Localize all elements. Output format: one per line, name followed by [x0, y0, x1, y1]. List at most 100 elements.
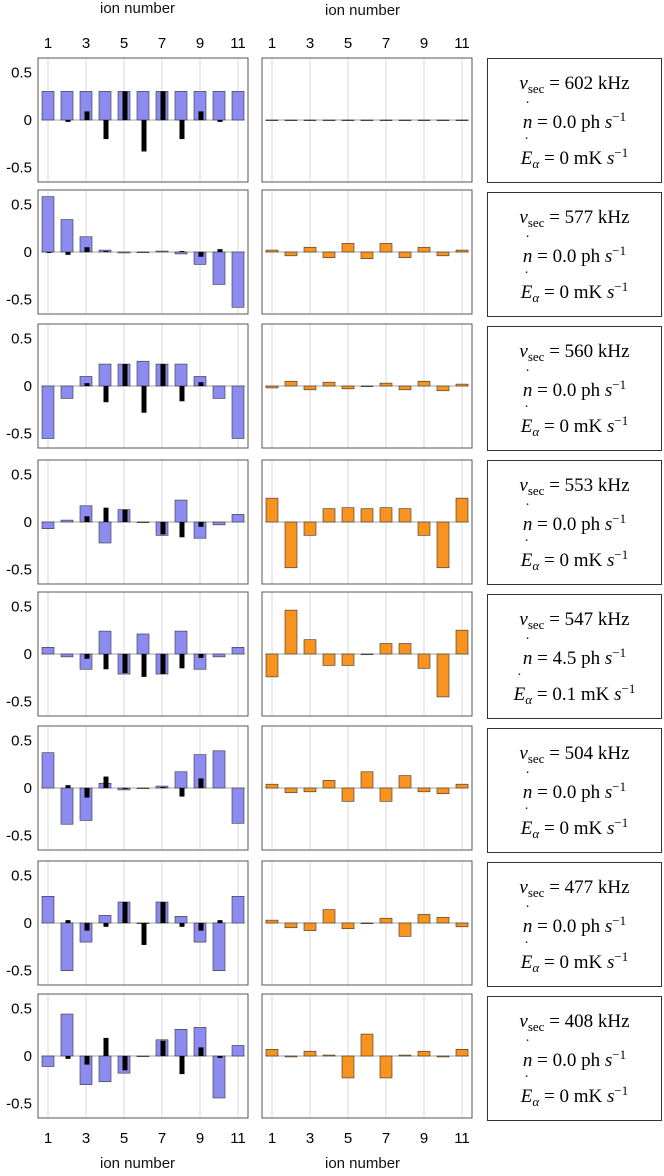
panel-frame — [37, 860, 249, 986]
inner-bar — [122, 788, 128, 789]
e-subscript: α — [532, 826, 540, 841]
y-tick-label: 0 — [24, 646, 32, 663]
frequency-line: vsec = 547 kHz — [488, 609, 661, 633]
frequency-value: 504 — [564, 743, 594, 764]
y-tick-label: 0.5 — [11, 867, 32, 884]
e-dot-accent: · — [524, 266, 529, 281]
per-second: s — [606, 550, 615, 571]
heating-rate-unit: ph — [576, 380, 605, 401]
inner-bar — [198, 252, 204, 257]
inner-bar — [160, 364, 166, 386]
panel-frame — [261, 57, 473, 183]
right-bar — [265, 653, 279, 678]
frequency-line: vsec = 577 kHz — [488, 207, 661, 231]
left-bar — [231, 787, 245, 824]
left-panel-6 — [37, 725, 249, 851]
right-bar — [455, 629, 469, 655]
right-bar — [322, 780, 336, 789]
energy-rate-unit: mK — [568, 416, 607, 437]
y-tick-label: 0 — [24, 378, 32, 395]
e-dot-symbol: E· — [520, 1070, 533, 1108]
panel-frame — [37, 323, 249, 449]
right-bar — [284, 609, 298, 655]
panel-frame — [261, 860, 473, 986]
frequency-value: 560 — [564, 341, 594, 362]
left-bar — [231, 514, 245, 523]
x-tick-label: 11 — [454, 1130, 470, 1147]
frequency-unit: kHz — [593, 609, 630, 630]
right-bar — [303, 119, 317, 121]
left-bar — [60, 1013, 74, 1057]
inverse-exponent: −1 — [612, 377, 627, 392]
inner-bar — [84, 1056, 90, 1065]
panel-frame — [37, 57, 249, 183]
x-tick-label: 5 — [344, 1130, 352, 1147]
per-second: s — [606, 952, 615, 973]
right-bar — [417, 1050, 431, 1057]
right-bar — [379, 507, 393, 523]
y-tick-label: 0.5 — [11, 466, 32, 483]
right-bar — [398, 775, 412, 789]
right-bar — [455, 497, 469, 523]
right-bar — [265, 249, 279, 253]
frequency-value: 547 — [564, 609, 594, 630]
left-bar — [98, 91, 112, 121]
right-bar — [284, 380, 298, 387]
left-bar — [174, 916, 188, 924]
left-bar — [98, 521, 112, 544]
panel-frame — [261, 189, 473, 315]
v-symbol: v — [519, 743, 528, 764]
eq-sign: = — [539, 550, 560, 571]
y-tick-label: 0 — [24, 112, 32, 129]
right-bar — [284, 922, 298, 929]
n-dot-accent: · — [525, 632, 530, 647]
x-tick-label: 3 — [82, 35, 90, 52]
inner-bar — [103, 654, 109, 670]
eq-sign: = — [532, 380, 553, 401]
frequency-unit: kHz — [593, 341, 630, 362]
eq-sign: = — [544, 207, 565, 228]
heating-rate-line: n· = 0.0 ph s−1 — [488, 365, 661, 402]
right-bar — [417, 787, 431, 793]
per-second: s — [604, 380, 613, 401]
frequency-line: vsec = 504 kHz — [488, 743, 661, 767]
right-panel-2 — [261, 189, 473, 315]
e-dot-accent: · — [524, 936, 529, 951]
inner-bar — [179, 654, 185, 669]
inverse-exponent: −1 — [612, 511, 627, 526]
right-bar — [436, 119, 450, 121]
right-bar — [398, 385, 412, 391]
energy-rate-value: 0 — [559, 952, 569, 973]
n-dot-accent: · — [525, 96, 530, 111]
inner-bar — [122, 654, 128, 674]
x-tick-label: 5 — [120, 1130, 128, 1147]
right-bar — [417, 246, 431, 253]
right-bar — [436, 521, 450, 569]
x-tick-label: 1 — [44, 1130, 52, 1147]
inner-bar — [84, 788, 90, 798]
eq-sign: = — [544, 877, 565, 898]
right-bar — [455, 922, 469, 928]
right-bar — [398, 1054, 412, 1057]
left-bar — [136, 360, 150, 387]
frequency-line: vsec = 477 kHz — [488, 877, 661, 901]
left-bar — [98, 1055, 112, 1083]
frequency-unit: kHz — [593, 1011, 630, 1032]
left-bar — [41, 1055, 55, 1067]
inner-bar — [160, 1040, 166, 1056]
inner-bar — [160, 654, 166, 675]
e-dot-accent: · — [524, 802, 529, 817]
e-dot-symbol: E· — [520, 132, 533, 170]
v-subscript: sec — [527, 483, 545, 498]
right-bar — [379, 643, 393, 655]
n-dot-symbol: n· — [522, 766, 533, 804]
x-tick-label: 5 — [344, 35, 352, 52]
frequency-value: 553 — [564, 475, 594, 496]
y-tick-label: -0.5 — [6, 292, 32, 309]
n-dot-symbol: n· — [522, 632, 533, 670]
inverse-exponent: −1 — [614, 547, 629, 562]
energy-rate-value: 0.1 — [552, 684, 577, 705]
right-bar — [360, 119, 374, 121]
right-bar — [322, 1054, 336, 1057]
